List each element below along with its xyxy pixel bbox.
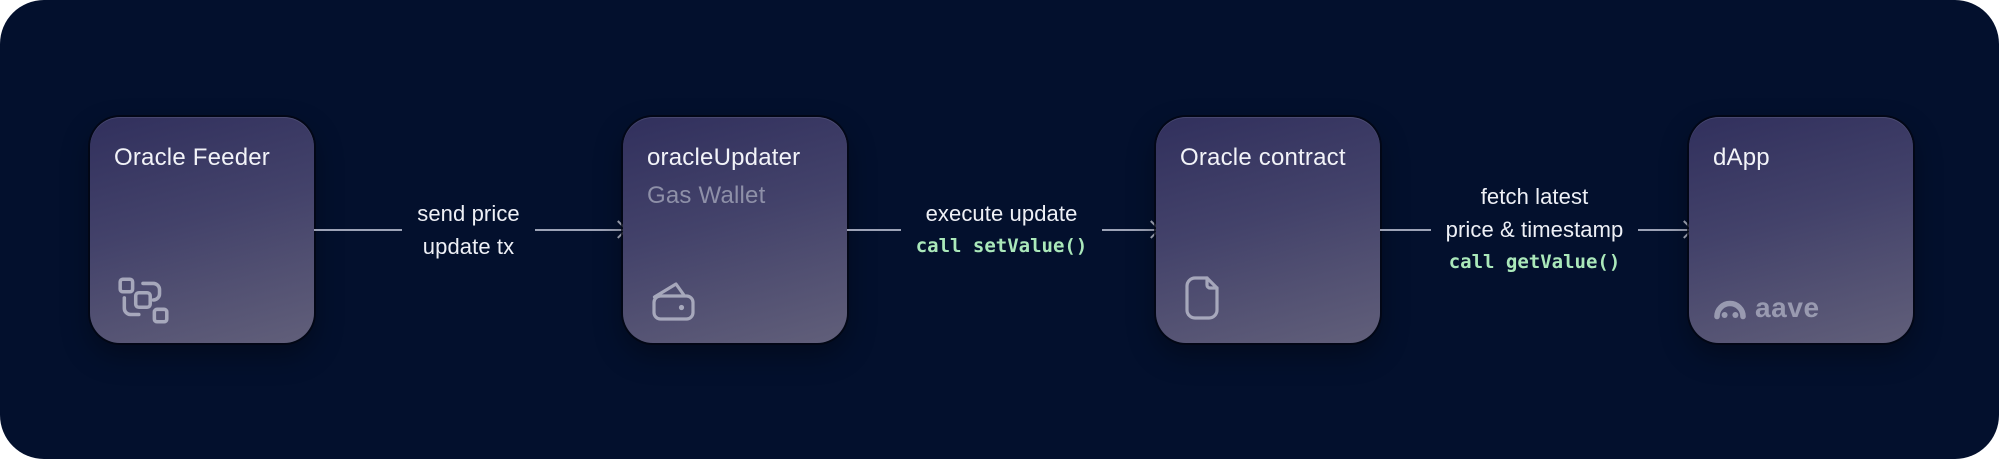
node-subtitle: Gas Wallet bbox=[647, 181, 766, 209]
edge-line bbox=[1102, 219, 1161, 239]
edge-line bbox=[314, 228, 403, 231]
edge-line bbox=[1638, 219, 1694, 239]
node-title: oracleUpdater bbox=[647, 143, 801, 171]
aave-ghost-icon bbox=[1714, 300, 1746, 319]
edge-label-line: fetch latest bbox=[1480, 184, 1589, 209]
schema-icon bbox=[115, 275, 173, 325]
edge-label-line: update tx bbox=[422, 233, 515, 259]
node-title: Oracle Feeder bbox=[114, 143, 270, 171]
wallet-icon bbox=[648, 277, 700, 325]
aave-wordmark: aave bbox=[1755, 291, 1820, 323]
node-title: Oracle contract bbox=[1180, 143, 1346, 171]
edge-label-line: send price bbox=[417, 200, 520, 226]
edge-label: send price update tx bbox=[417, 197, 520, 263]
node-oracle-feeder: Oracle Feeder bbox=[90, 116, 314, 343]
edge-label-line: price & timestamp bbox=[1445, 217, 1624, 242]
edge-execute-update: execute update call setValue() bbox=[847, 197, 1161, 263]
node-title: dApp bbox=[1713, 143, 1770, 171]
aave-logo: aave bbox=[1712, 291, 1820, 323]
edge-code-call: call getValue() bbox=[1448, 251, 1621, 273]
edge-label: execute update call setValue() bbox=[916, 197, 1088, 263]
file-document-icon bbox=[1181, 273, 1225, 325]
edge-line bbox=[847, 228, 901, 231]
edge-label-line: execute update bbox=[925, 200, 1078, 226]
node-oracle-updater: oracleUpdater Gas Wallet bbox=[623, 116, 847, 343]
edge-line bbox=[534, 219, 628, 239]
edge-label: fetch latest price & timestamp call getV… bbox=[1446, 180, 1624, 279]
edge-line bbox=[1380, 228, 1431, 231]
edge-fetch-latest: fetch latest price & timestamp call getV… bbox=[1380, 180, 1694, 279]
edge-send-price-update-tx: send price update tx bbox=[314, 197, 628, 263]
node-oracle-contract: Oracle contract bbox=[1156, 116, 1380, 343]
node-dapp: dApp aave bbox=[1689, 116, 1913, 343]
edge-code-call: call setValue() bbox=[915, 234, 1088, 257]
